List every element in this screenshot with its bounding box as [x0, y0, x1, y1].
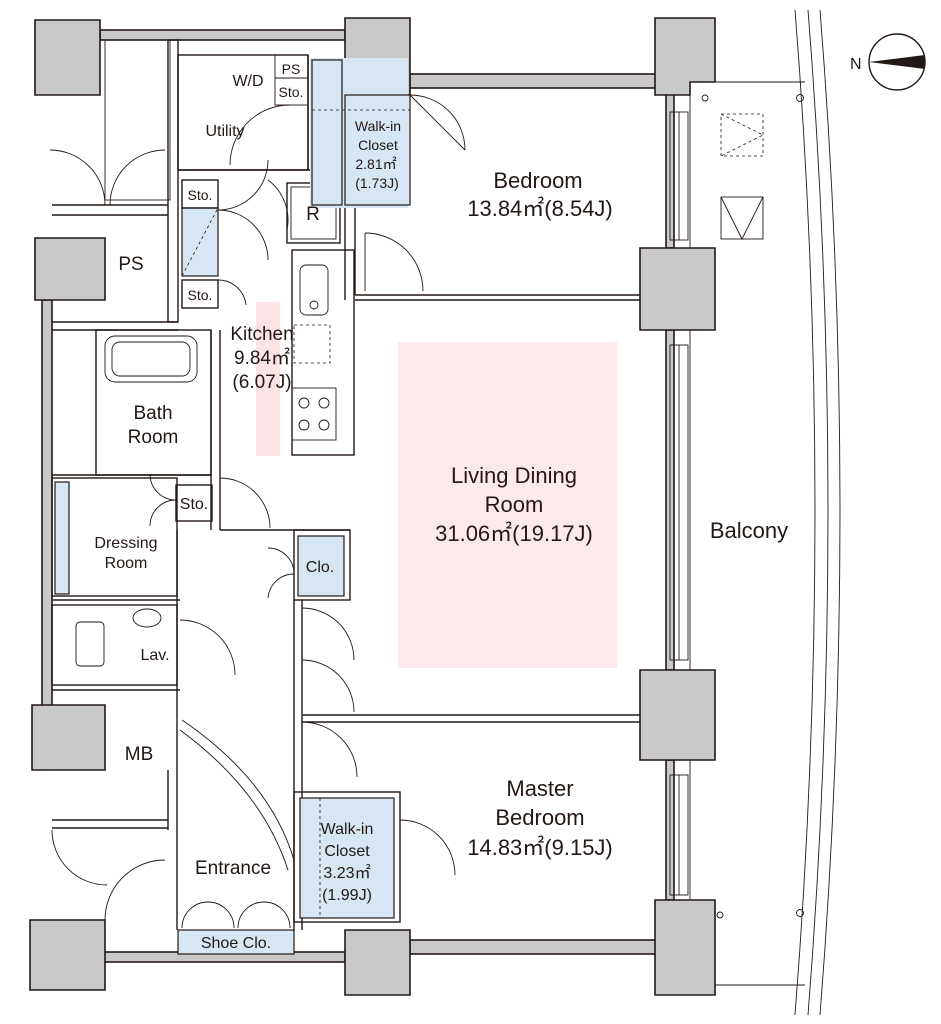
compass-north-label: N: [850, 56, 862, 73]
partitions: [51, 39, 640, 930]
walkin-closet-2-line1: Walk-in: [321, 821, 374, 838]
north-arrow-icon: [869, 55, 925, 69]
compass: N: [850, 33, 926, 91]
sto-b-name: Sto.: [188, 287, 213, 303]
walkin-closet-1-line1: Walk-in: [355, 118, 401, 134]
walkin-closet-1-area: 2.81㎡: [355, 156, 396, 172]
bedroom-name: Bedroom: [493, 168, 582, 193]
utility-name: Utility: [205, 123, 244, 140]
windows: [669, 111, 689, 896]
walkin-closet-2-line2: Closet: [324, 843, 370, 860]
walkin-closet-2-jo: (1.99J): [322, 887, 372, 904]
doors: [49, 94, 466, 929]
walkin-closet-1-jo: (1.73J): [355, 175, 399, 191]
bath-line2: Room: [128, 427, 179, 448]
walkin-closet-2-area: 3.23㎡: [323, 864, 370, 882]
sto-small-name: Sto.: [279, 84, 304, 100]
clo-name: Clo.: [306, 559, 334, 576]
lav-name: Lav.: [140, 647, 169, 664]
sto-c-name: Sto.: [180, 496, 208, 513]
bedroom-area: 13.84㎡(8.54J): [467, 196, 613, 221]
ps-name: PS: [118, 254, 143, 275]
master-area: 14.83㎡(9.15J): [467, 835, 613, 860]
master-line1: Master: [506, 776, 573, 801]
living-line1: Living Dining: [451, 463, 577, 488]
mb-name: MB: [125, 744, 154, 765]
closets: [54, 58, 411, 955]
walkin-closet-1-line2: Closet: [358, 137, 398, 153]
balcony-name: Balcony: [710, 518, 788, 543]
balcony-units: [720, 113, 764, 241]
living-room-highlight: [398, 342, 617, 668]
dressing-line2: Room: [105, 555, 148, 572]
shoe-clo-name: Shoe Clo.: [201, 935, 271, 952]
living-line2: Room: [485, 492, 544, 517]
kitchen-highlight: [256, 302, 280, 456]
room-labels: Bedroom 13.84㎡(8.54J) Walk-in Closet 2.8…: [94, 61, 788, 952]
dressing-line1: Dressing: [94, 535, 157, 552]
balcony-edge: [689, 9, 841, 1016]
bath-line1: Bath: [133, 403, 172, 424]
wd-name: W/D: [232, 73, 263, 90]
entrance-name: Entrance: [195, 858, 271, 879]
kitchen-area: 9.84㎡: [234, 346, 290, 369]
sto-a-name: Sto.: [188, 187, 213, 203]
ps-small-name: PS: [282, 61, 301, 77]
kitchen-jo: (6.07J): [232, 372, 291, 393]
master-line2: Bedroom: [495, 805, 584, 830]
living-area: 31.06㎡(19.17J): [435, 521, 593, 546]
kitchen-name: Kitchen: [230, 324, 293, 345]
fridge-name: R: [306, 204, 320, 225]
